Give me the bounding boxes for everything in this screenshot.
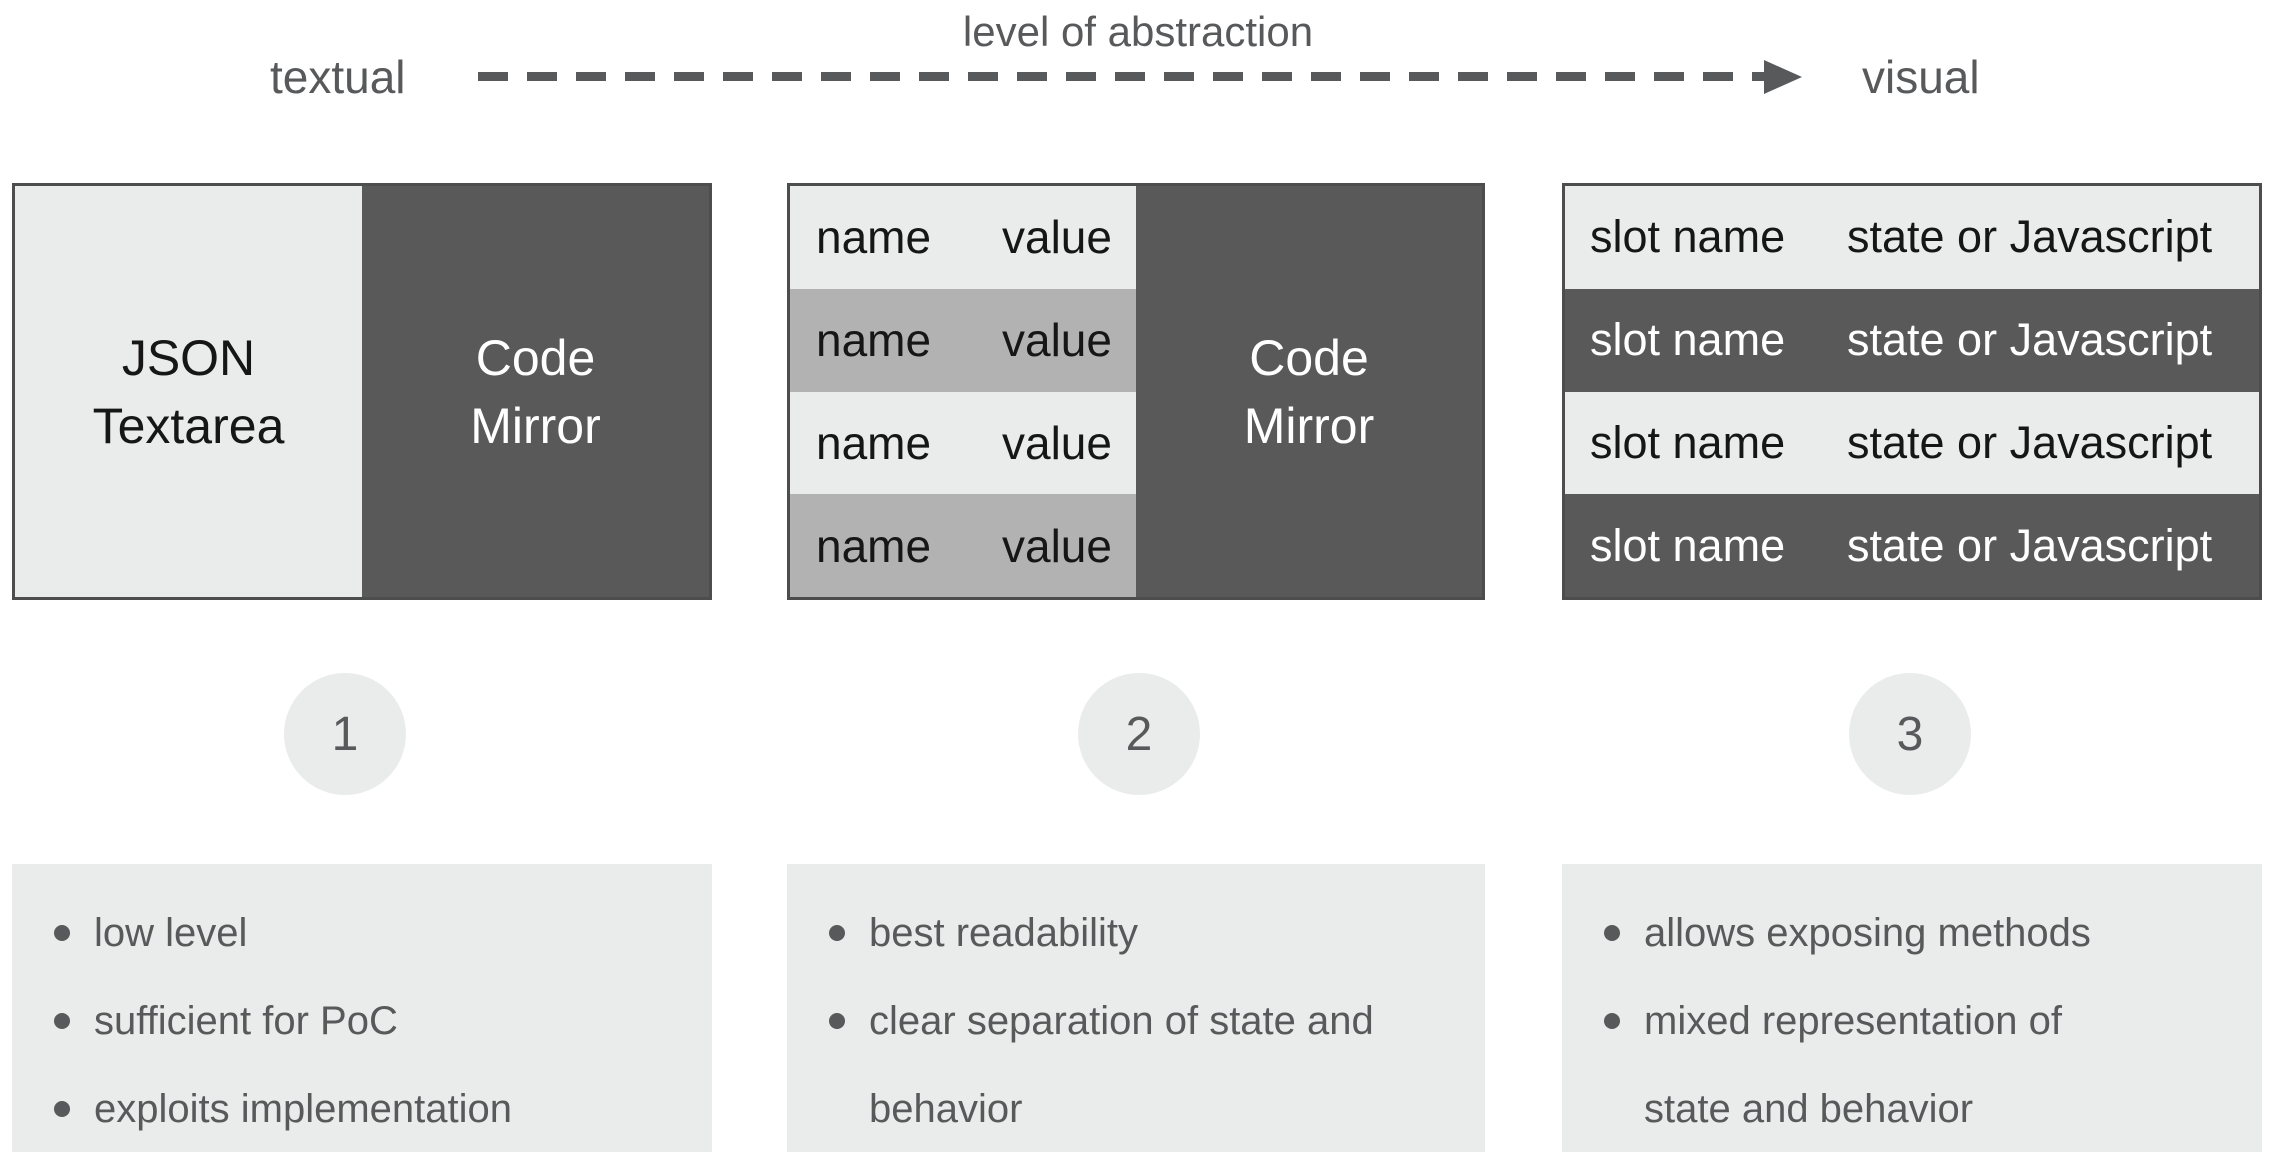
panel-label-line: JSON [121,329,256,386]
value-cell: value [1002,211,1112,264]
bullet-item: clear separation of state and behavior [829,977,1461,1153]
level-3-box: slot name state or Javascript slot name … [1562,183,2262,600]
bullet-item: mixed representation of state and behavi… [1604,977,2238,1153]
bullet-dot-icon [54,1013,70,1029]
bullet-text: mixed representation of [1644,999,2063,1043]
bullet-text: sufficient for PoC [94,999,398,1043]
dashed-arrow-line [478,72,1764,81]
name-cell: name [816,416,932,469]
slot-value-cell: state or Javascript [1847,314,2213,366]
bullet-list: allows exposing methods mixed representa… [1562,864,2262,1153]
axis-left-label: textual [270,51,406,103]
name-value-table: name value name value name value name va… [790,186,1136,597]
bullet-item: sufficient for PoC [54,977,688,1065]
slot-row: slot name state or Javascript [1565,494,2259,597]
value-cell: value [1002,519,1112,572]
step-1-badge: 1 [284,673,406,795]
slot-name-cell: slot name [1590,416,1786,468]
step-2-badge: 2 [1078,673,1200,795]
table-row: name value [790,494,1136,597]
panel-label-line: Code [1249,329,1369,386]
slot-value-cell: state or Javascript [1847,519,2213,571]
bullet-dot-icon [829,925,845,941]
bullet-list: low level sufficient for PoC exploits im… [12,864,712,1153]
panel-label: Code Mirror [1244,324,1375,460]
bullet-text: behavior [869,1087,1023,1131]
level-1-box: JSON Textarea Code Mirror [12,183,712,600]
bullet-text: clear separation of state and [869,999,1374,1043]
panel-label: Code Mirror [470,324,601,460]
bullet-text: low level [94,911,248,955]
bullet-item: allows exposing methods [1604,889,2238,977]
axis-right-label: visual [1862,51,1980,103]
slot-row: slot name state or Javascript [1565,186,2259,289]
panel-label-line: Mirror [470,397,601,454]
slot-name-cell: slot name [1590,519,1786,571]
bullet-item: low level [54,889,688,977]
value-cell: value [1002,314,1112,367]
level-2-notes-panel: best readability clear separation of sta… [787,864,1485,1152]
bullet-dot-icon [54,925,70,941]
slot-row: slot name state or Javascript [1565,288,2259,392]
bullet-dot-icon [54,1101,70,1117]
bullet-dot-icon [1604,1013,1620,1029]
bullet-item: exploits implementation [54,1065,688,1153]
bullet-dot-icon [829,1013,845,1029]
slot-name-cell: slot name [1590,314,1786,366]
bullet-text: allows exposing methods [1644,911,2091,955]
abstraction-axis-title: level of abstraction [962,8,1314,55]
json-textarea-panel: JSON Textarea [15,186,362,597]
value-cell: value [1002,416,1112,469]
bullet-text: exploits implementation [94,1087,512,1131]
slot-row: slot name state or Javascript [1565,391,2259,495]
table-row: name value [790,186,1136,289]
panel-label-line: Textarea [92,397,285,454]
slot-name-cell: slot name [1590,211,1786,263]
bullet-list: best readability clear separation of sta… [787,864,1485,1153]
name-cell: name [816,519,932,572]
bullet-item: best readability [829,889,1461,977]
panel-label: JSON Textarea [93,324,285,460]
name-cell: name [816,314,932,367]
step-3-badge: 3 [1849,673,1971,795]
level-1-notes-panel: low level sufficient for PoC exploits im… [12,864,712,1152]
slot-value-cell: state or Javascript [1847,211,2213,263]
code-mirror-panel: Code Mirror [1136,186,1482,597]
panel-label-line: Mirror [1243,397,1375,454]
bullet-dot-icon [1604,925,1620,941]
bullet-text: state and behavior [1644,1087,1974,1131]
bullet-text: best readability [869,911,1139,955]
table-row: name value [790,288,1136,392]
panel-label-line: Code [475,329,596,386]
table-row: name value [790,391,1136,495]
slot-value-cell: state or Javascript [1847,416,2213,468]
level-3-notes-panel: allows exposing methods mixed representa… [1562,864,2262,1152]
arrow-right-icon [1764,60,1802,94]
name-cell: name [816,211,932,264]
code-mirror-panel: Code Mirror [362,186,709,597]
level-2-box: name value name value name value name va… [787,183,1485,600]
